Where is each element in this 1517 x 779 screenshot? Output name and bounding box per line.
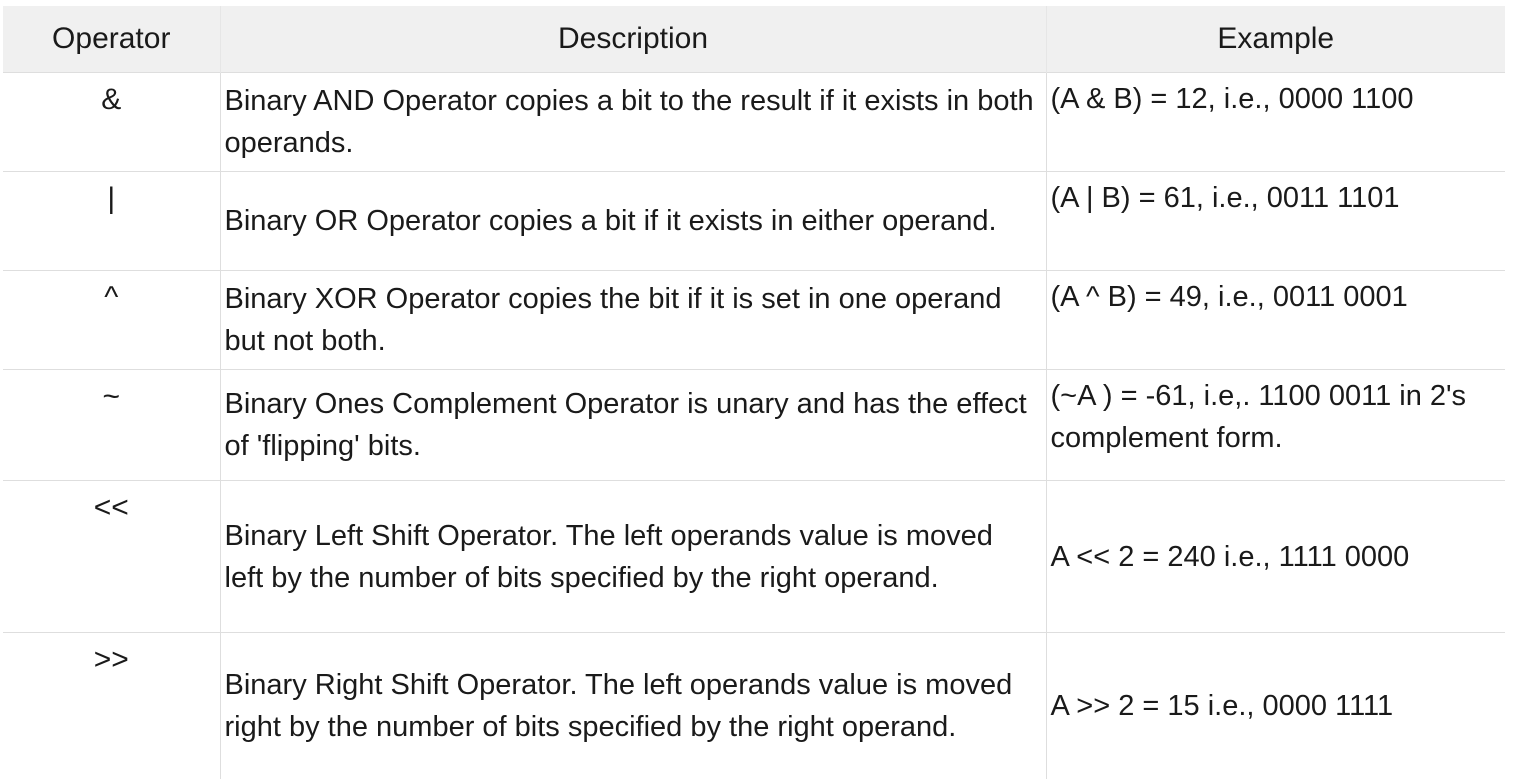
table-row: ^ Binary XOR Operator copies the bit if … — [3, 271, 1505, 370]
description-cell: Binary XOR Operator copies the bit if it… — [220, 271, 1046, 370]
operator-cell: & — [3, 73, 220, 172]
table-row: << Binary Left Shift Operator. The left … — [3, 481, 1505, 633]
example-cell: (A & B) = 12, i.e., 0000 1100 — [1046, 73, 1505, 172]
description-cell: Binary Left Shift Operator. The left ope… — [220, 481, 1046, 633]
table-row: | Binary OR Operator copies a bit if it … — [3, 172, 1505, 271]
example-cell: A << 2 = 240 i.e., 1111 0000 — [1046, 481, 1505, 633]
description-cell: Binary OR Operator copies a bit if it ex… — [220, 172, 1046, 271]
table-header-row: Operator Description Example — [3, 6, 1505, 73]
operator-cell: >> — [3, 633, 220, 779]
bitwise-operators-table: Operator Description Example & Binary AN… — [3, 6, 1505, 779]
header-example: Example — [1046, 6, 1505, 73]
operator-cell: | — [3, 172, 220, 271]
example-cell: (A | B) = 61, i.e., 0011 1101 — [1046, 172, 1505, 271]
operator-cell: ~ — [3, 370, 220, 481]
description-cell: Binary AND Operator copies a bit to the … — [220, 73, 1046, 172]
operator-cell: ^ — [3, 271, 220, 370]
table-row: >> Binary Right Shift Operator. The left… — [3, 633, 1505, 779]
header-description: Description — [220, 6, 1046, 73]
example-cell: (~A ) = -61, i.e,. 1100 0011 in 2's comp… — [1046, 370, 1505, 481]
table-row: & Binary AND Operator copies a bit to th… — [3, 73, 1505, 172]
header-operator: Operator — [3, 6, 220, 73]
operator-cell: << — [3, 481, 220, 633]
example-cell: (A ^ B) = 49, i.e., 0011 0001 — [1046, 271, 1505, 370]
table-row: ~ Binary Ones Complement Operator is una… — [3, 370, 1505, 481]
description-cell: Binary Ones Complement Operator is unary… — [220, 370, 1046, 481]
description-cell: Binary Right Shift Operator. The left op… — [220, 633, 1046, 779]
example-cell: A >> 2 = 15 i.e., 0000 1111 — [1046, 633, 1505, 779]
